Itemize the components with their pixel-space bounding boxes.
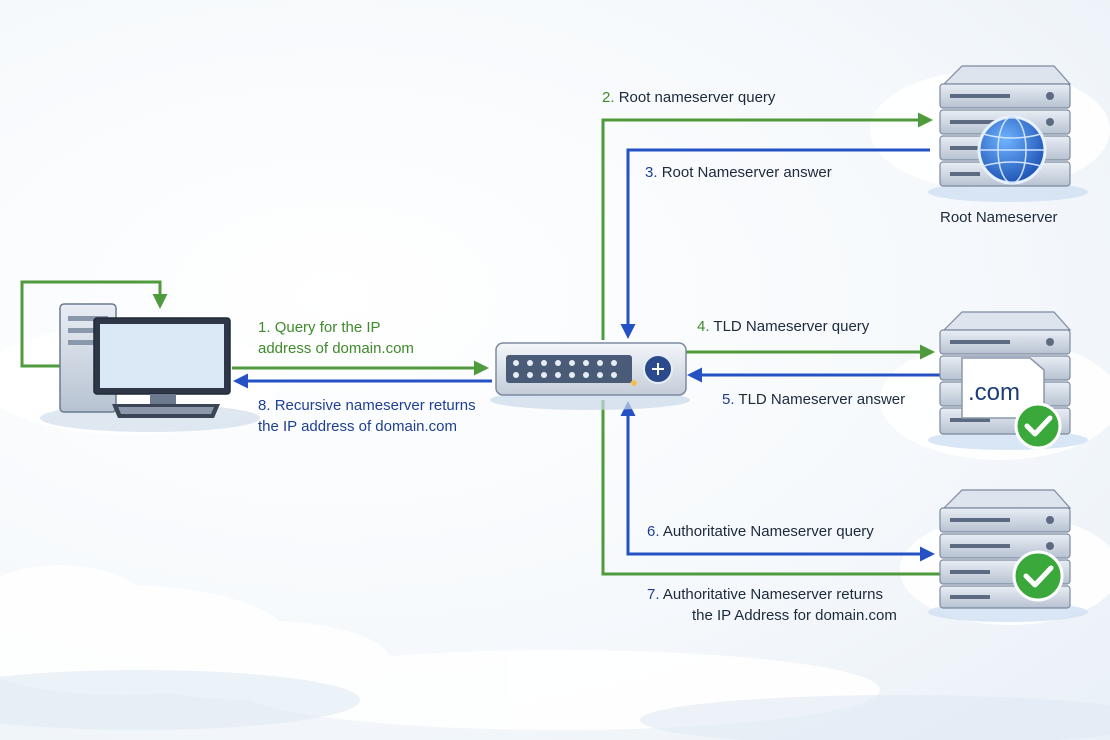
tld-badge: .com xyxy=(968,379,1020,406)
arrow-step6-auth-query xyxy=(626,404,935,562)
arrow-step3-root-answer xyxy=(620,148,930,339)
root-nameserver-caption: Root Nameserver xyxy=(940,209,1058,226)
checkmark-icon xyxy=(1012,550,1064,602)
label-step5: 5. TLD Nameserver answer xyxy=(722,391,906,408)
recursive-resolver xyxy=(490,342,690,410)
arrow-step7-auth-answer xyxy=(601,400,946,576)
client-computer xyxy=(40,303,260,432)
label-step4: 4. TLD Nameserver query xyxy=(697,318,870,335)
root-nameserver xyxy=(928,65,1088,202)
checkmark-icon xyxy=(1014,402,1062,450)
authoritative-nameserver xyxy=(928,489,1088,622)
com-document-icon xyxy=(961,357,1045,419)
tld-nameserver: .com xyxy=(928,311,1088,450)
label-step2: 2. Root nameserver query xyxy=(602,89,776,106)
label-step6: 6. Authoritative Nameserver query xyxy=(647,523,874,540)
arrow-step2-root-query xyxy=(601,112,933,340)
label-step7: 7. Authoritative Nameserver returns the … xyxy=(647,586,897,624)
arrow-client-loop xyxy=(20,280,168,368)
label-step3: 3. Root Nameserver answer xyxy=(645,164,832,181)
label-step8: 8. Recursive nameserver returns the IP a… xyxy=(258,397,476,435)
label-step1: 1. Query for the IP address of domain.co… xyxy=(258,319,414,357)
